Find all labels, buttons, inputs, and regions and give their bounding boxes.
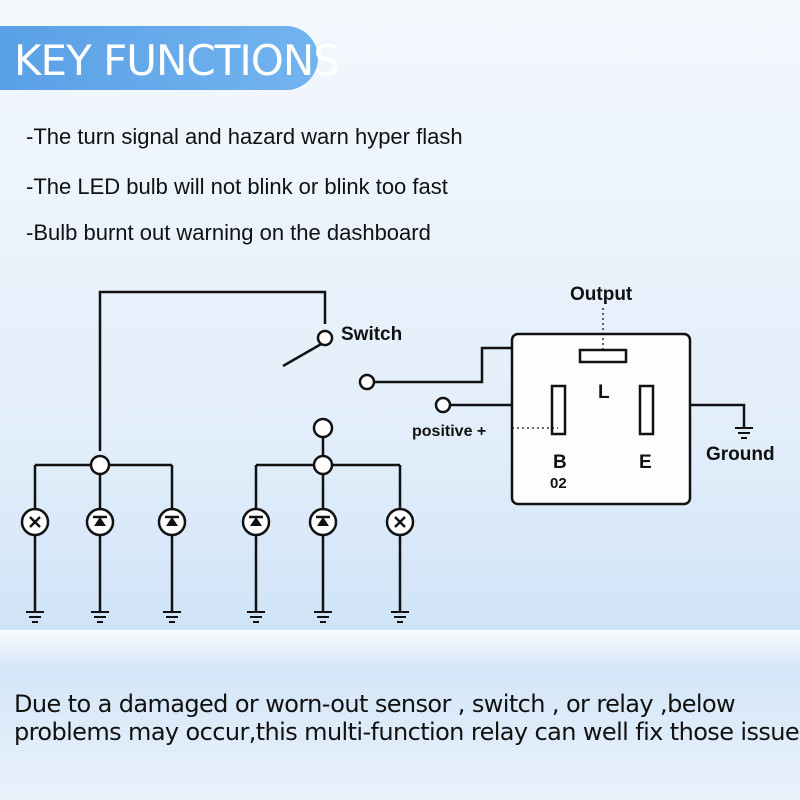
- led-bulb-icon: [157, 507, 187, 537]
- incandescent-bulb-icon: [385, 507, 415, 537]
- pin-l-label: L: [598, 382, 610, 403]
- ground-icon: [163, 611, 181, 623]
- junction-node: [89, 454, 111, 476]
- footer-line: Due to a damaged or worn-out sensor , sw…: [14, 690, 736, 718]
- ground-icon: [26, 611, 44, 623]
- relay-pin-e: [638, 384, 655, 436]
- terminal-node: [312, 417, 334, 439]
- positive-label: positive +: [412, 423, 486, 440]
- bullet-item: -The turn signal and hazard warn hyper f…: [26, 124, 463, 149]
- led-bulb-icon: [241, 507, 271, 537]
- circuit-wires: [33, 290, 746, 612]
- output-label: Output: [570, 284, 633, 305]
- page-title: KEY FUNCTIONS: [14, 36, 340, 85]
- led-bulb-icon: [308, 507, 338, 537]
- ground-label: Ground: [706, 444, 775, 465]
- relay-pin-l: [578, 348, 628, 364]
- pin-e-label: E: [639, 452, 652, 473]
- switch-label: Switch: [341, 324, 402, 345]
- pin-b-sublabel: 02: [550, 475, 567, 492]
- switch-lever: [282, 341, 324, 368]
- ground-icon: [735, 427, 753, 439]
- junction-node: [312, 454, 334, 476]
- bullet-item: -Bulb burnt out warning on the dashboard: [26, 220, 431, 245]
- ground-symbols: [26, 427, 753, 623]
- led-bulb-icon: [85, 507, 115, 537]
- terminal-node: [434, 396, 452, 414]
- relay-pin-b: [550, 384, 567, 436]
- label-leaders: [512, 308, 604, 429]
- ground-icon: [314, 611, 332, 623]
- footer-line: problems may occur,this multi-function r…: [14, 718, 800, 746]
- pin-b-label: B: [553, 452, 567, 473]
- title-banner: [0, 26, 318, 90]
- ground-icon: [247, 611, 265, 623]
- terminals: [89, 329, 452, 476]
- ground-icon: [391, 611, 409, 623]
- incandescent-bulb-icon: [20, 507, 50, 537]
- switch-contact: [316, 329, 334, 347]
- relay-box: [510, 332, 692, 506]
- bullet-item: -The LED bulb will not blink or blink to…: [26, 174, 448, 199]
- bulb-row: [20, 507, 415, 537]
- terminal-node: [358, 373, 376, 391]
- ground-icon: [91, 611, 109, 623]
